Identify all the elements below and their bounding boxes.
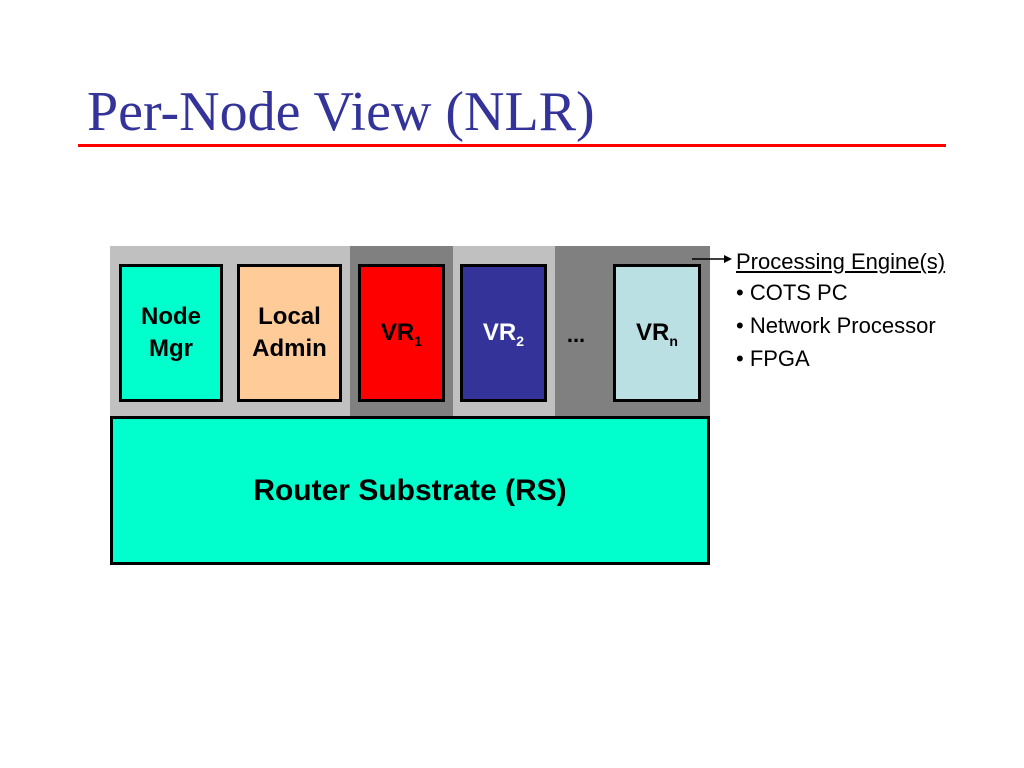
processing-engine-item: • Network Processor: [736, 313, 936, 338]
vrn-box: VRn: [613, 264, 701, 402]
vr1-label: VR: [380, 319, 415, 346]
processing-engines-heading: Processing Engine(s): [736, 249, 946, 274]
pointer-arrow-icon: [692, 255, 732, 263]
slide-title: Per-Node View (NLR): [87, 81, 595, 143]
processing-engine-item: • FPGA: [736, 346, 810, 371]
local-admin-box: Local Admin: [237, 264, 342, 402]
router-substrate-box: Router Substrate (RS): [110, 416, 710, 565]
processing-engines-legend: Processing Engine(s) • COTS PC • Network…: [736, 248, 945, 375]
vr2-label: VR: [482, 319, 517, 346]
vrn-subscript: n: [669, 333, 678, 349]
processing-engine-item: • COTS PC: [736, 280, 848, 305]
more-vrs-ellipsis: ...: [566, 322, 586, 347]
vr1-box: VR1: [358, 264, 445, 402]
local-admin-label-line1: Local: [258, 303, 321, 330]
vrn-label: VR: [636, 319, 670, 346]
vr2-subscript: 2: [516, 333, 525, 349]
vr2-box: VR2: [460, 264, 547, 402]
local-admin-label-line2: Admin: [252, 335, 327, 362]
title-underline: [78, 144, 946, 147]
node-mgr-label-line2: Mgr: [149, 335, 193, 362]
router-substrate-label: Router Substrate (RS): [253, 473, 567, 507]
node-mgr-box: Node Mgr: [119, 264, 223, 402]
vr1-subscript: 1: [414, 333, 423, 349]
node-mgr-label-line1: Node: [141, 303, 201, 330]
